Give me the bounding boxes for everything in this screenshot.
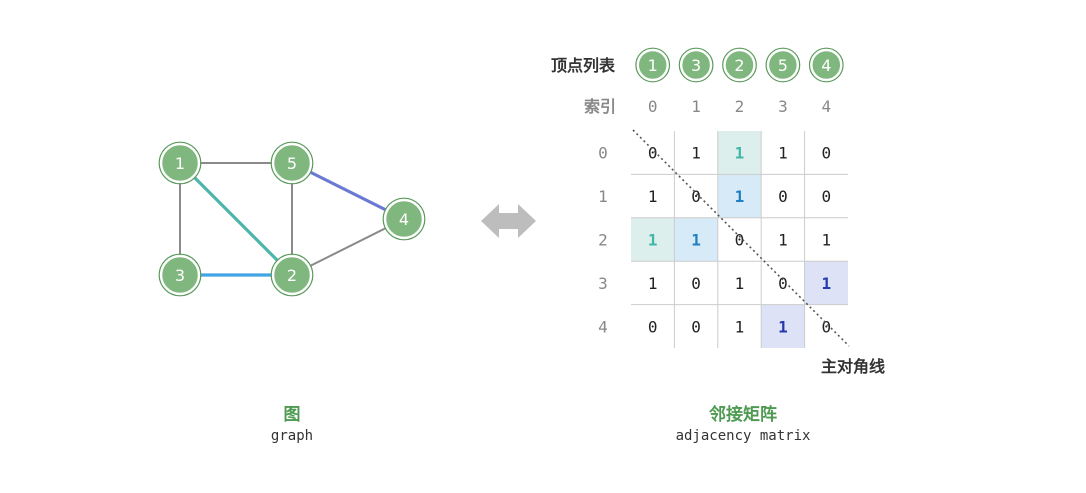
matrix-cell-2-1: 1: [691, 231, 701, 250]
graph-vertex-4-ring: [382, 197, 426, 241]
matrix-cell-3-0: 1: [648, 274, 658, 293]
graph-vertex-3-disc: [159, 254, 201, 296]
matrix-cell-1-4: 0: [821, 187, 831, 206]
vertex-list-item-4: 4: [808, 47, 844, 83]
vertex-list-item-4-disc: [810, 48, 843, 82]
matrix-cell-2-3: 1: [778, 231, 788, 250]
vertex-list-item-1-label: 3: [691, 56, 701, 75]
graph-vertex-5: 5: [270, 141, 314, 185]
vertex-list-item-2-disc: [723, 48, 756, 82]
highlight-cell-1-2: [717, 174, 762, 218]
graph-vertex-5-disc: [271, 142, 313, 184]
highlight-cell-0-2: [717, 131, 762, 175]
vertex-list-item-3: 5: [765, 47, 801, 83]
matrix-cell-1-0: 1: [648, 187, 658, 206]
graph-vertex-5-ring: [270, 141, 314, 185]
vertex-list-item-1-ring: [678, 47, 714, 83]
highlight-cell-4-3: [761, 304, 805, 348]
matrix-cell-1-2: 1: [735, 187, 745, 206]
vertex-list-item-1-disc: [679, 48, 713, 82]
vertex-list-item-0-disc: [636, 48, 669, 82]
matrix-grid: [631, 131, 848, 348]
matrix-cell-0-3: 1: [778, 144, 788, 163]
column-index-0: 0: [648, 97, 658, 116]
matrix-highlight-cells: [631, 131, 848, 348]
vertex-list-item-3-ring: [765, 47, 801, 83]
matrix-cell-0-4: 0: [821, 144, 831, 163]
matrix-cell-2-4: 1: [821, 231, 831, 250]
vertex-list: 1 3 2 5 4: [635, 47, 844, 83]
graph-vertex-4: 4: [382, 197, 426, 241]
vertex-list-item-0-ring: [635, 47, 671, 83]
double-arrow-icon: [481, 204, 536, 238]
graph-vertex-3-ring: [158, 253, 202, 297]
graph-caption-title: 图: [283, 405, 301, 425]
matrix-cell-2-2: 0: [735, 231, 745, 250]
row-index-1: 1: [598, 187, 608, 206]
matrix-cell-4-2: 1: [735, 317, 745, 336]
graph-vertex-2: 2: [270, 253, 314, 297]
matrix-cell-4-0: 0: [648, 317, 658, 336]
vertex-list-item-3-disc: [766, 48, 800, 82]
column-index-1: 1: [691, 97, 701, 116]
column-index-row: 0 1 2 3 4: [648, 97, 831, 116]
graph-vertex-4-label: 4: [399, 210, 409, 229]
row-index-3: 3: [598, 274, 608, 293]
vertex-list-item-1: 3: [678, 47, 714, 83]
column-index-4: 4: [821, 97, 831, 116]
graph-vertex-1-label: 1: [175, 154, 185, 173]
matrix-cell-0-2: 1: [735, 144, 745, 163]
matrix-cell-3-1: 0: [691, 274, 701, 293]
edge-1-2: [178, 161, 294, 277]
vertex-list-item-4-label: 4: [821, 56, 831, 75]
vertex-list-item-2: 2: [722, 47, 757, 83]
graph-vertex-3-label: 3: [175, 266, 185, 285]
vertex-list-item-0-label: 1: [648, 56, 658, 75]
matrix-cell-2-0: 1: [648, 231, 658, 250]
vertex-list-item-4-ring: [808, 47, 844, 83]
graph-vertex-3: 3: [158, 253, 202, 297]
main-diagonal-label: 主对角线: [821, 357, 885, 376]
matrix-cell-0-1: 1: [691, 144, 701, 163]
vertex-list-item-2-label: 2: [734, 56, 744, 75]
graph-vertex-2-label: 2: [287, 266, 297, 285]
vertex-list-label: 顶点列表: [551, 56, 616, 75]
column-index-3: 3: [778, 97, 788, 116]
matrix-cell-4-3: 1: [778, 317, 788, 336]
row-index-column: 0 1 2 3 4: [598, 144, 608, 337]
row-index-2: 2: [598, 231, 608, 250]
matrix-cell-1-1: 0: [691, 187, 701, 206]
matrix-cell-1-3: 0: [778, 187, 788, 206]
row-index-0: 0: [598, 144, 608, 163]
matrix-cell-4-1: 0: [691, 317, 701, 336]
matrix-cell-3-3: 0: [778, 274, 788, 293]
main-diagonal-line: [632, 129, 850, 347]
column-index-2: 2: [735, 97, 745, 116]
graph-vertex-1-disc: [159, 142, 201, 184]
vertex-list-item-0: 1: [635, 47, 671, 83]
row-index-4: 4: [598, 317, 608, 336]
graph-vertex-4-disc: [383, 198, 425, 240]
matrix-cell-4-4: 0: [821, 317, 831, 336]
matrix-cell-0-0: 0: [648, 144, 658, 163]
graph-caption-subtitle: graph: [270, 428, 314, 444]
graph-nodes: 1 5 4 3 2: [158, 141, 426, 297]
graph-vertex-2-ring: [270, 253, 314, 297]
matrix-cell-3-4: 1: [821, 274, 831, 293]
vertex-list-item-2-ring: [722, 47, 757, 83]
index-label: 索引: [584, 97, 616, 116]
highlight-cell-2-0: [631, 217, 675, 262]
graph-vertex-1-ring: [158, 141, 202, 185]
matrix-caption-title: 邻接矩阵: [709, 405, 777, 425]
matrix-values: 0 1 1 1 0 1 0 1 0 0 1 1 0 1 1 1 0 1 0 1 0 0 1 1 0: [648, 144, 831, 337]
highlight-cell-2-1: [674, 217, 718, 262]
matrix-cell-3-2: 1: [735, 274, 745, 293]
graph-vertex-1: 1: [158, 141, 202, 185]
graph-vertex-5-label: 5: [287, 154, 297, 173]
graph-vertex-2-disc: [271, 254, 313, 296]
vertex-list-item-3-label: 5: [778, 56, 788, 75]
matrix-caption-subtitle: adjacency matrix: [675, 428, 811, 444]
highlight-cell-3-4: [804, 261, 848, 305]
